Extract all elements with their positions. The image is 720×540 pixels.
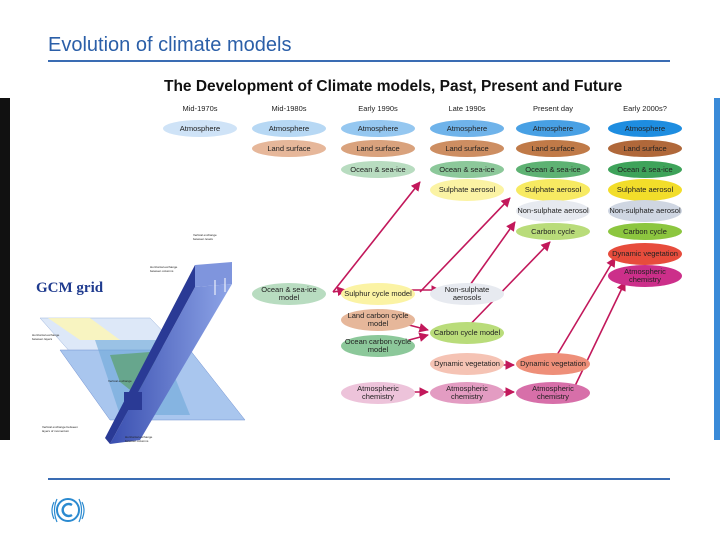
box-carbon-future: Carbon cycle	[608, 223, 682, 240]
svg-text:layers of momentum: layers of momentum	[42, 429, 70, 433]
svg-text:between layers: between layers	[32, 337, 53, 341]
model-atmospheric-chemistry-2: Atmospheric chemistry	[430, 382, 504, 404]
box-chemistry-future: Atmospheric chemistry	[608, 265, 682, 287]
box-vegetation-future: Dynamic vegetation	[608, 243, 682, 265]
model-land-carbon-cycle: Land carbon cycle model	[341, 309, 415, 331]
left-edge-bar	[0, 98, 10, 440]
svg-text:Horizontal exchange: Horizontal exchange	[125, 435, 153, 439]
model-carbon-cycle: Carbon cycle model	[430, 322, 504, 344]
model-ocean-seaice: Ocean & sea-ice model	[252, 283, 326, 305]
box-ocean-late1990s: Ocean & sea-ice	[430, 161, 504, 178]
era-early-1990s: Early 1990s	[358, 104, 398, 113]
svg-text:between levels: between levels	[193, 237, 213, 241]
figure-title: The Development of Climate models, Past,…	[164, 78, 623, 95]
box-sulphate-late1990s: Sulphate aerosol	[430, 179, 504, 201]
box-land-surface-future: Land surface	[608, 140, 682, 157]
box-atmosphere-mid1980s: Atmosphere	[252, 120, 326, 137]
box-non-sulphate-present: Non-sulphate aerosol	[516, 200, 590, 222]
svg-text:between columns: between columns	[125, 439, 149, 443]
svg-text:Vertical exchange between: Vertical exchange between	[42, 425, 78, 429]
box-carbon-present: Carbon cycle	[516, 223, 590, 240]
gcm-grid-label: GCM grid	[36, 280, 104, 296]
box-atmosphere-mid1970s: Atmosphere	[163, 120, 237, 137]
box-atmosphere-late1990s: Atmosphere	[430, 120, 504, 137]
box-atmosphere-early1990s: Atmosphere	[341, 120, 415, 137]
era-mid-1980s: Mid-1980s	[271, 104, 307, 113]
gcm-grid-illustration: Vertical exchange between levels Horizon…	[32, 233, 246, 444]
box-ocean-early1990s: Ocean & sea-ice	[341, 161, 415, 178]
box-non-sulphate-future: Non-sulphate aerosol	[608, 200, 682, 222]
footer-divider	[48, 478, 670, 480]
box-sulphate-present: Sulphate aerosol	[516, 179, 590, 201]
era-early-2000s: Early 2000s?	[623, 104, 667, 113]
box-land-surface-early1990s: Land surface	[341, 140, 415, 157]
era-present-day: Present day	[532, 104, 574, 113]
model-non-sulphate-aerosols: Non-sulphate aerosols	[430, 283, 504, 305]
box-sulphate-future: Sulphate aerosol	[608, 179, 682, 201]
box-atmosphere-present: Atmosphere	[516, 120, 590, 137]
box-land-surface-late1990s: Land surface	[430, 140, 504, 157]
model-dynamic-vegetation-2: Dynamic vegetation	[516, 353, 590, 375]
svg-text:Horizontal exchange: Horizontal exchange	[32, 333, 60, 337]
svg-text:Vertical exchange: Vertical exchange	[193, 233, 217, 237]
box-ocean-present: Ocean & sea-ice	[516, 161, 590, 178]
era-late-1990s: Late 1990s	[448, 104, 486, 113]
box-atmosphere-future: Atmosphere	[608, 120, 682, 137]
model-atmospheric-chemistry-1: Atmospheric chemistry	[341, 382, 415, 404]
model-ocean-carbon-cycle: Ocean carbon cycle model	[341, 335, 415, 357]
era-mid-1970s: Mid-1970s	[182, 104, 218, 113]
model-dynamic-vegetation-1: Dynamic vegetation	[430, 353, 504, 375]
ipcc-logo	[51, 498, 85, 523]
model-sulphur-cycle: Sulphur cycle model	[341, 283, 415, 305]
right-edge-bar	[714, 98, 720, 440]
slide-title: Evolution of climate models	[48, 34, 292, 56]
svg-text:between columns: between columns	[150, 269, 174, 273]
model-atmospheric-chemistry-3: Atmospheric chemistry	[516, 382, 590, 404]
title-divider	[48, 60, 670, 62]
svg-text:Horizontal exchange: Horizontal exchange	[150, 265, 178, 269]
box-ocean-future: Ocean & sea-ice	[608, 161, 682, 178]
box-land-surface-mid1980s: Land surface	[252, 140, 326, 157]
box-land-surface-present: Land surface	[516, 140, 590, 157]
svg-text:Vertical exchange: Vertical exchange	[108, 379, 132, 383]
